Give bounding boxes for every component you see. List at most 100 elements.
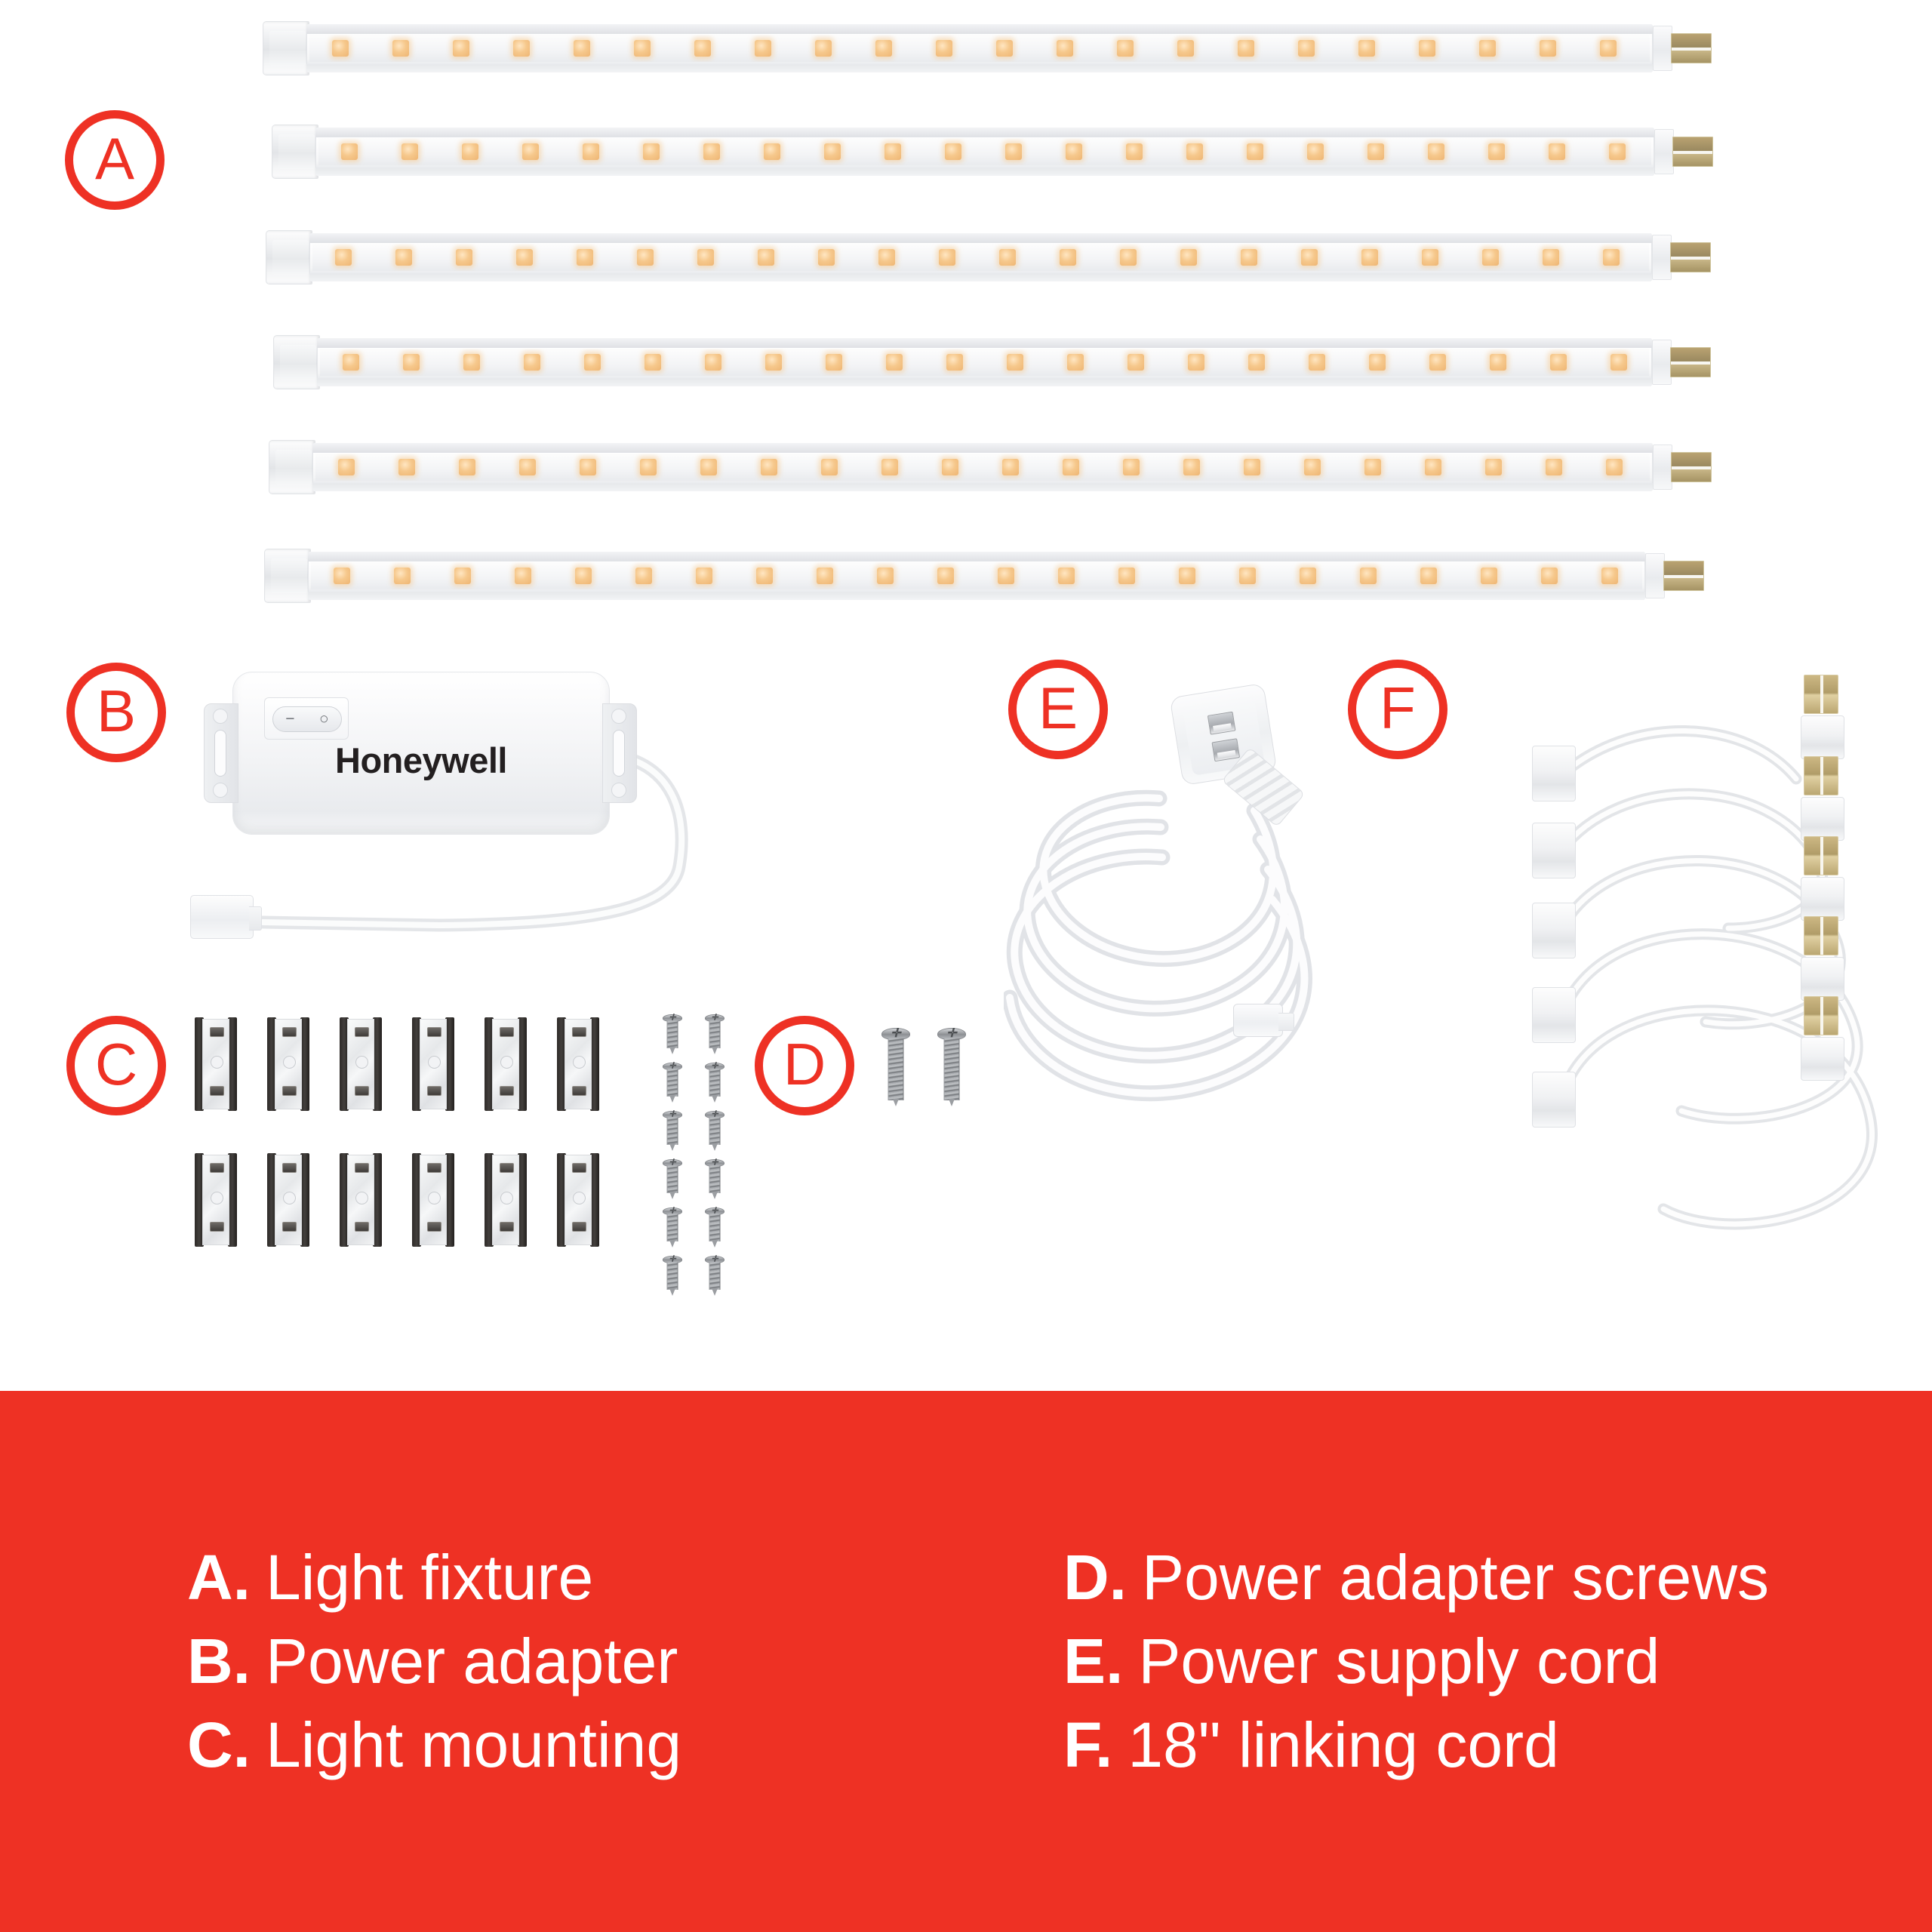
cord-output-connector <box>1233 1004 1294 1037</box>
screw-shaft <box>709 1069 721 1097</box>
clip-rail <box>300 1153 309 1247</box>
screw-shaft <box>666 1166 678 1193</box>
screw-tip <box>712 1288 718 1296</box>
power-cord-coil <box>1004 789 1312 1102</box>
led-chip <box>756 568 773 584</box>
power-switch[interactable]: − ○ <box>264 697 349 740</box>
led-chip <box>1180 249 1197 266</box>
legend-column-right: D. Power adapter screws E. Power supply … <box>1056 1391 1932 1932</box>
marker-f-letter: F <box>1380 675 1416 741</box>
clip-screw-hole <box>355 1056 368 1069</box>
fixture-bottom-rail <box>315 168 1654 176</box>
clip-screw-hole <box>283 1192 296 1204</box>
linking-cord-connector-right <box>1801 797 1844 841</box>
led-chip <box>635 568 652 584</box>
plug-blade <box>1207 711 1236 735</box>
legend-item: E. Power supply cord <box>1063 1627 1932 1695</box>
led-chip <box>1606 459 1623 475</box>
led-chip <box>764 143 780 160</box>
led-chip <box>1479 40 1496 57</box>
legend-key: B. <box>187 1625 251 1697</box>
fixture-bottom-rail <box>317 378 1652 386</box>
connector-gold-contacts <box>1670 242 1711 272</box>
fixture-lens <box>315 454 1650 481</box>
clip-screw-hole <box>500 1056 513 1069</box>
clip-plate <box>492 1155 519 1245</box>
legend-column-left: A. Light fixture B. Power adapter C. Lig… <box>0 1391 1056 1932</box>
linking-cord-connector-right <box>1801 1037 1844 1081</box>
led-chip <box>1485 459 1502 475</box>
fixture-lens <box>320 349 1649 376</box>
linking-cord-gold-contacts <box>1804 836 1838 875</box>
marker-a-letter: A <box>94 125 135 192</box>
led-chip <box>942 459 958 475</box>
led-chip <box>1364 459 1381 475</box>
screw-cross-slot: ✛ <box>669 1061 676 1071</box>
light-fixture <box>264 549 1704 603</box>
led-row <box>320 349 1649 376</box>
clip-rail <box>445 1153 454 1247</box>
led-chip <box>1186 143 1203 160</box>
clip-tab <box>355 1086 369 1096</box>
screw-cross-slot: ✛ <box>711 1206 718 1216</box>
fixture-connector <box>1645 553 1704 598</box>
led-chip <box>936 40 952 57</box>
screw-cross-slot: ✛ <box>669 1158 676 1168</box>
clip-tab <box>500 1163 514 1173</box>
led-chip <box>1117 40 1134 57</box>
clip-rail <box>228 1153 237 1247</box>
led-chip <box>516 249 533 266</box>
connector-shoulder <box>1652 235 1672 280</box>
led-chip <box>1369 354 1386 371</box>
power-adapter-screw: ✛ <box>934 1028 969 1115</box>
clip-tab <box>500 1222 514 1232</box>
clip-tab <box>355 1163 369 1173</box>
fixture-top-rail <box>312 443 1653 453</box>
led-chip <box>875 40 892 57</box>
led-chip <box>1490 354 1506 371</box>
led-chip <box>1304 459 1321 475</box>
fixture-lens <box>318 138 1651 165</box>
clip-tab <box>427 1163 441 1173</box>
fixture-bottom-rail <box>308 592 1645 600</box>
led-chip <box>1058 568 1075 584</box>
clip-plate <box>275 1019 302 1109</box>
mounting-clip <box>485 1153 527 1247</box>
connector-shoulder <box>1653 26 1672 71</box>
linking-cord-gold-contacts <box>1804 916 1838 955</box>
clip-rail <box>485 1153 494 1247</box>
legend-key: C. <box>187 1709 251 1781</box>
led-chip <box>765 354 782 371</box>
screw-tip <box>712 1240 718 1247</box>
led-chip <box>1177 40 1194 57</box>
clip-plate <box>420 1019 447 1109</box>
led-chip <box>1066 143 1082 160</box>
led-chip <box>1360 568 1377 584</box>
linking-cord-gold-contacts <box>1804 756 1838 795</box>
rocker-switch[interactable]: − ○ <box>272 706 342 732</box>
mount-dot <box>213 709 228 724</box>
light-fixture <box>266 230 1711 285</box>
linking-cord-connector-left <box>1532 903 1576 958</box>
led-chip <box>1123 459 1140 475</box>
led-chip <box>1298 40 1315 57</box>
marker-b-letter: B <box>96 678 137 744</box>
marker-e-letter: E <box>1038 675 1078 741</box>
led-chip <box>341 143 358 160</box>
screw-tip <box>669 1047 675 1054</box>
screw-tip <box>712 1143 718 1151</box>
led-chip <box>456 249 472 266</box>
led-chip <box>696 568 712 584</box>
led-chip <box>1550 354 1567 371</box>
led-chip <box>1057 40 1073 57</box>
led-chip <box>705 354 721 371</box>
clip-rail <box>300 1017 309 1111</box>
fixture-connector <box>1654 129 1713 174</box>
keyhole-slot <box>214 730 226 777</box>
screw-cross-slot: ✛ <box>946 1027 957 1040</box>
led-chip <box>1241 249 1257 266</box>
clip-screw-hole <box>500 1192 513 1204</box>
adapter-cord <box>256 748 688 932</box>
screw-shaft <box>709 1118 721 1145</box>
mounting-clip <box>412 1017 454 1111</box>
